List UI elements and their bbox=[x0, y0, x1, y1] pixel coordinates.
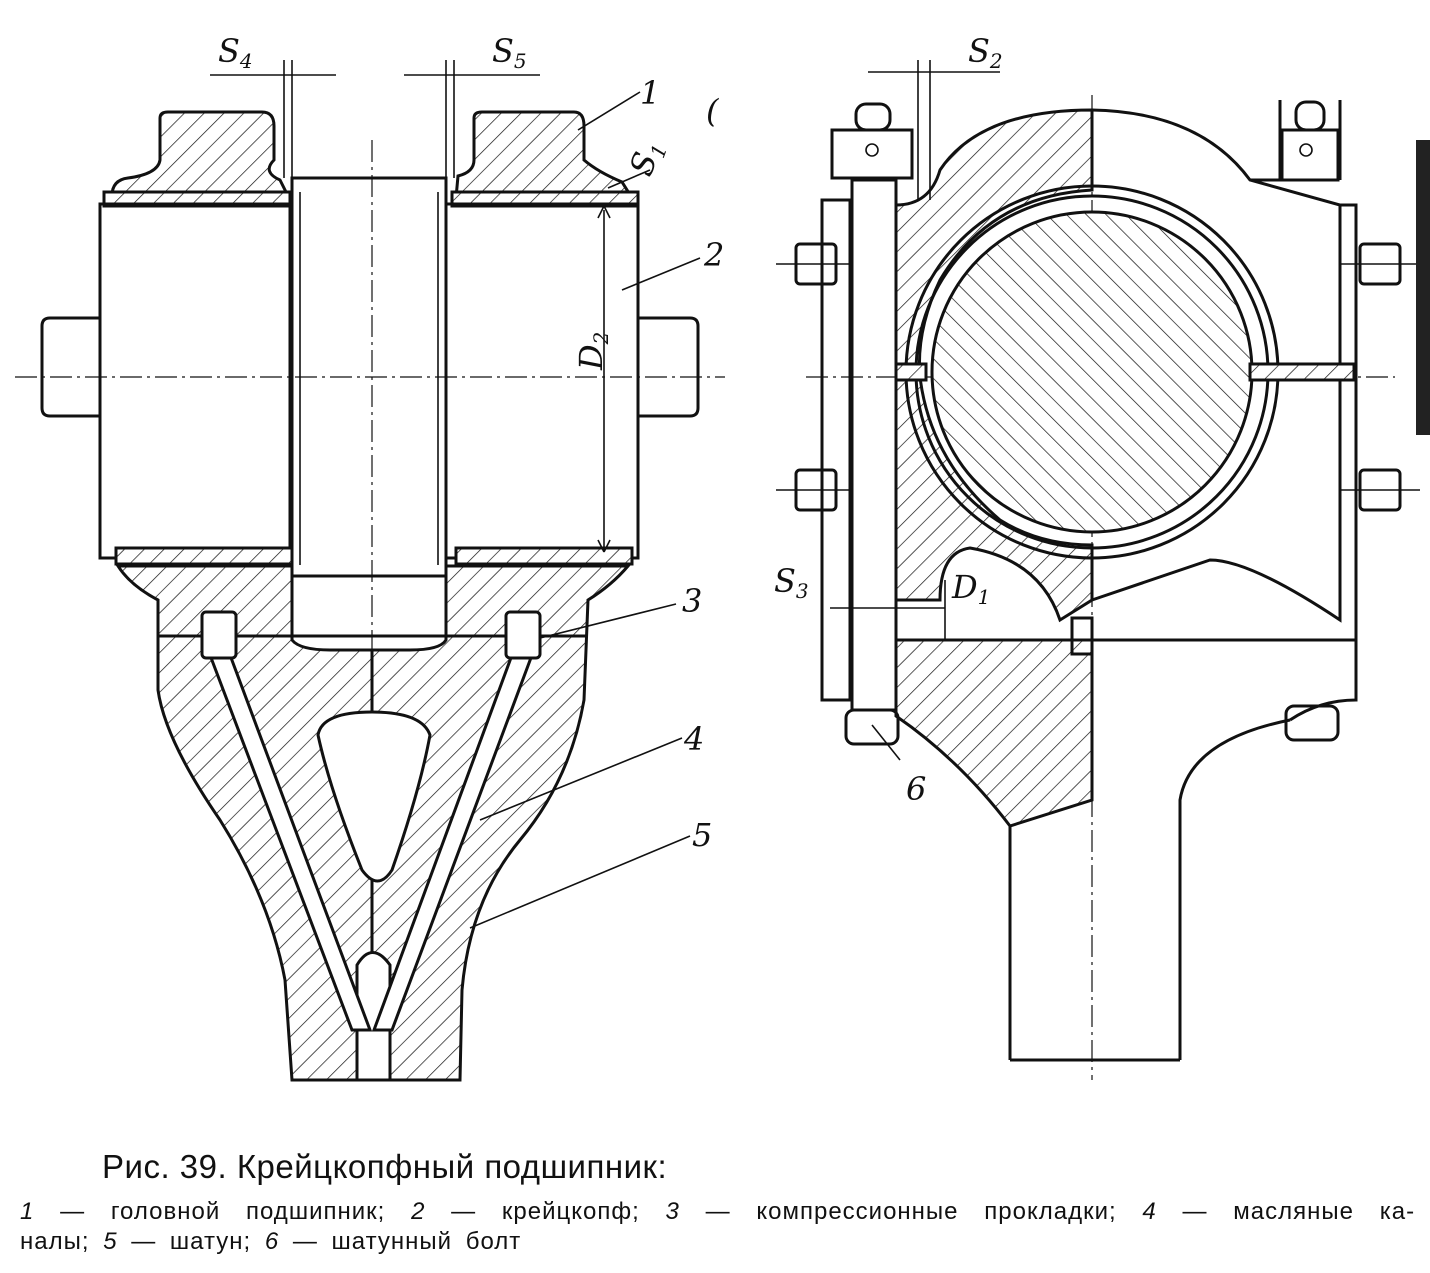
crosshead-center-pin bbox=[290, 176, 448, 578]
legend-item-4: 4 — масляные ка- bbox=[1142, 1198, 1416, 1225]
callout-2: 2 bbox=[703, 236, 724, 274]
connecting-rod-right bbox=[370, 564, 632, 1082]
dowel-right bbox=[504, 610, 542, 660]
label-s2: S2 bbox=[968, 32, 1003, 73]
right-view bbox=[776, 60, 1430, 1080]
callout-3: 3 bbox=[682, 582, 702, 620]
crosshead-body-right bbox=[444, 202, 640, 560]
stray-mark: ( bbox=[706, 92, 720, 130]
label-d1: D1 bbox=[951, 568, 990, 609]
rod-bolt bbox=[850, 178, 898, 712]
legend-item-4-cont: налы; bbox=[20, 1228, 90, 1255]
legend-item-5: 5 — шатун; bbox=[103, 1228, 252, 1255]
diagram-labels: S4 S5 S1 D2 S2 S3 D1 1 2 3 4 5 6 ( bbox=[218, 32, 1003, 854]
side-pin-right bbox=[638, 316, 700, 418]
crosshead-bearing-drawing: S4 S5 S1 D2 S2 S3 D1 1 2 3 4 5 6 ( bbox=[15, 32, 1430, 1085]
label-s5: S5 bbox=[492, 32, 527, 73]
legend-item-1: 1 — головной подшипник; bbox=[20, 1198, 386, 1225]
label-s1: S1 bbox=[622, 135, 672, 182]
caption-legend-line-2: налы; 5 — шатун; 6 — шатунный болт bbox=[20, 1228, 521, 1256]
caption-legend-line-1: 1 — головной подшипник; 2 — крейцкопф; 3… bbox=[20, 1198, 1415, 1226]
label-s4: S4 bbox=[218, 32, 253, 73]
label-d2: D2 bbox=[572, 332, 613, 371]
legend-item-6: 6 — шатунный болт bbox=[264, 1228, 522, 1255]
head-bearing-cap-right bbox=[454, 110, 635, 200]
connecting-rod-left bbox=[115, 564, 374, 1082]
crosshead-pin-section bbox=[930, 210, 1254, 534]
caption-title: Рис. 39. Крейцкопфный подшипник: bbox=[102, 1148, 668, 1185]
legend-item-2: 2 — крейцкопф; bbox=[411, 1198, 640, 1225]
side-pin-left bbox=[40, 316, 100, 418]
callout-4: 4 bbox=[683, 720, 704, 758]
left-view bbox=[15, 60, 725, 1085]
legend-item-3: 3 — компрессионные прокладки; bbox=[665, 1198, 1117, 1225]
dowel-left bbox=[200, 610, 238, 660]
callout-6: 6 bbox=[906, 770, 926, 808]
rod-cavity bbox=[316, 710, 432, 883]
head-bearing-cap-left bbox=[110, 110, 291, 198]
label-s3: S3 bbox=[774, 562, 809, 603]
crosshead-body-left bbox=[98, 202, 292, 560]
callout-5: 5 bbox=[692, 816, 712, 854]
callout-1: 1 bbox=[640, 74, 660, 112]
